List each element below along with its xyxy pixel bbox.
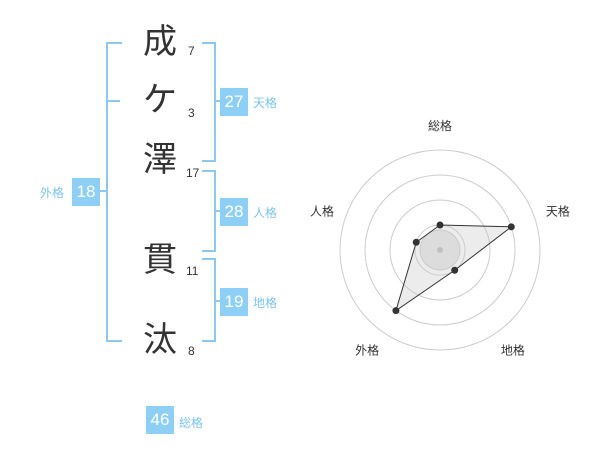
soukaku-label: 総格 (179, 416, 204, 430)
chikaku-value: 19 (220, 288, 248, 316)
name-char-1: 成 (143, 22, 177, 62)
radar-axis-label-4: 外格 (355, 342, 379, 357)
radar-points (392, 221, 515, 315)
jinkaku-label: 人格 (253, 206, 278, 220)
stroke-count-4: 11 (186, 264, 199, 278)
gaikaku-bracket (106, 42, 122, 342)
radar-axis-label-1: 総格 (428, 118, 452, 133)
gaikaku-value: 18 (72, 178, 100, 206)
stroke-count-1: 7 (188, 44, 195, 58)
gaikaku-label: 外格 (40, 186, 65, 200)
stroke-count-2: 3 (188, 106, 195, 120)
stroke-count-3: 17 (186, 166, 200, 180)
radar-axis-label-2: 天格 (546, 204, 570, 219)
name-char-3: 澤 (143, 140, 177, 180)
gaikaku-divider (106, 100, 120, 102)
tenkaku-value: 27 (220, 88, 248, 116)
tenkaku-label: 天格 (253, 96, 278, 110)
radar-point-4 (392, 307, 400, 315)
radar-axis-label-5: 人格 (310, 204, 334, 219)
tenkaku-connector (214, 100, 222, 102)
name-char-5: 汰 (143, 320, 177, 360)
stroke-count-5: 8 (188, 344, 195, 358)
radar-center-dot (437, 247, 443, 253)
radar-rings (339, 149, 541, 351)
name-char-2: ケ (143, 80, 177, 120)
jinkaku-connector (214, 210, 222, 212)
radar-point-5 (412, 238, 420, 246)
soukaku-value: 46 (146, 406, 174, 434)
name-char-4: 貫 (143, 240, 177, 280)
radar-axis-label-3: 地格 (501, 342, 525, 357)
gaikaku-connector (100, 190, 108, 192)
chikaku-connector (214, 300, 222, 302)
radar-point-2 (507, 223, 515, 231)
radar-point-3 (451, 266, 459, 274)
chikaku-label: 地格 (253, 296, 278, 310)
radar-point-1 (436, 221, 444, 229)
tenkaku-bracket (202, 42, 216, 162)
jinkaku-value: 28 (220, 198, 248, 226)
